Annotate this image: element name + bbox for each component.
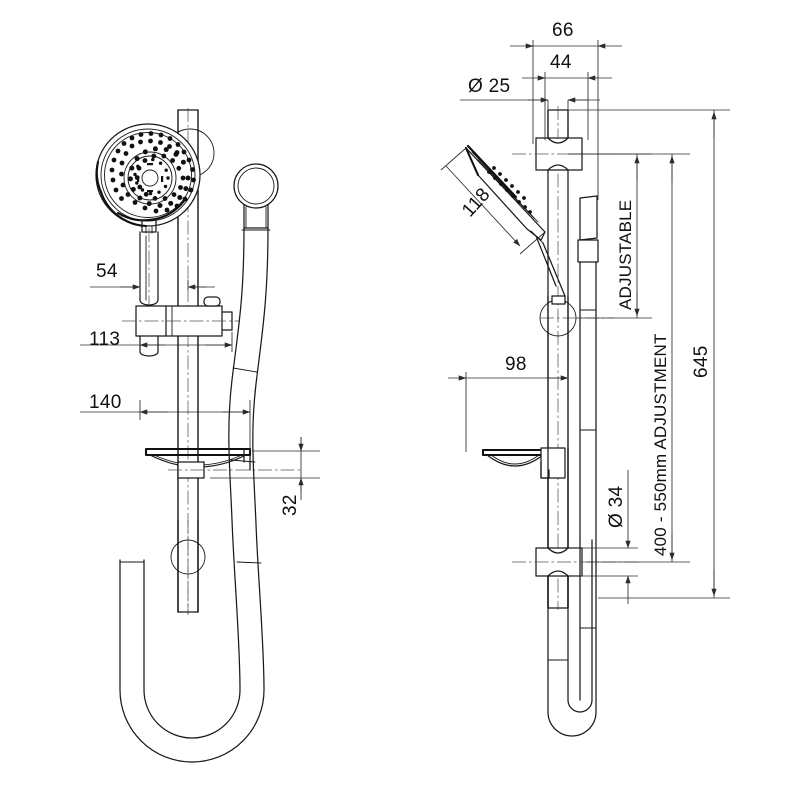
shower-head-front: [95, 123, 201, 234]
hose-side: [577, 195, 599, 541]
dimension-d25: Ø 25: [460, 76, 600, 132]
rail-lower-bracket-side: [512, 547, 640, 609]
dimension-label-d34: Ø 34: [606, 485, 627, 528]
slider-bracket-front: [122, 296, 240, 357]
dimension-label-113: 113: [89, 329, 120, 350]
shower-nozzles-outer: [109, 131, 196, 214]
side-elevation-view: 66 44 Ø 25 118: [440, 20, 730, 737]
dimension-label-645: 645: [691, 345, 712, 378]
handset-nozzle-strip: [487, 166, 532, 214]
hose-loop-side: [547, 539, 597, 737]
dimension-label-98: 98: [505, 354, 527, 375]
handset-side-angled: [464, 144, 566, 297]
dimension-98: 98: [448, 354, 569, 452]
dimension-66: 66: [510, 20, 622, 200]
dimension-label-140: 140: [89, 392, 122, 413]
dimension-d34: Ø 34: [570, 470, 638, 604]
dimension-label-32: 32: [280, 494, 301, 516]
rail-lower-fitting-front: [170, 519, 206, 613]
dimension-label-54: 54: [96, 261, 118, 282]
dimension-113: 113: [80, 329, 233, 352]
dimension-645: 645: [568, 109, 730, 599]
dimension-label-adjustable: ADJUSTABLE: [616, 200, 635, 310]
dimension-54: 54: [90, 261, 215, 295]
dimension-44: 44: [522, 52, 612, 140]
shower-nozzles-inner: [133, 157, 170, 196]
dimension-adjustment: 400 - 550mm ADJUSTMENT: [568, 153, 690, 563]
dimension-140: 140: [80, 392, 251, 452]
dimension-32: 32: [210, 437, 320, 516]
dimension-label-66: 66: [552, 20, 574, 41]
hose-front: [119, 163, 279, 763]
dimension-label-d25: Ø 25: [468, 76, 510, 97]
dimension-label-adjustment: 400 - 550mm ADJUSTMENT: [651, 333, 670, 556]
front-elevation-view: 54 113 140 32: [80, 108, 320, 763]
dimension-label-44: 44: [550, 52, 572, 73]
